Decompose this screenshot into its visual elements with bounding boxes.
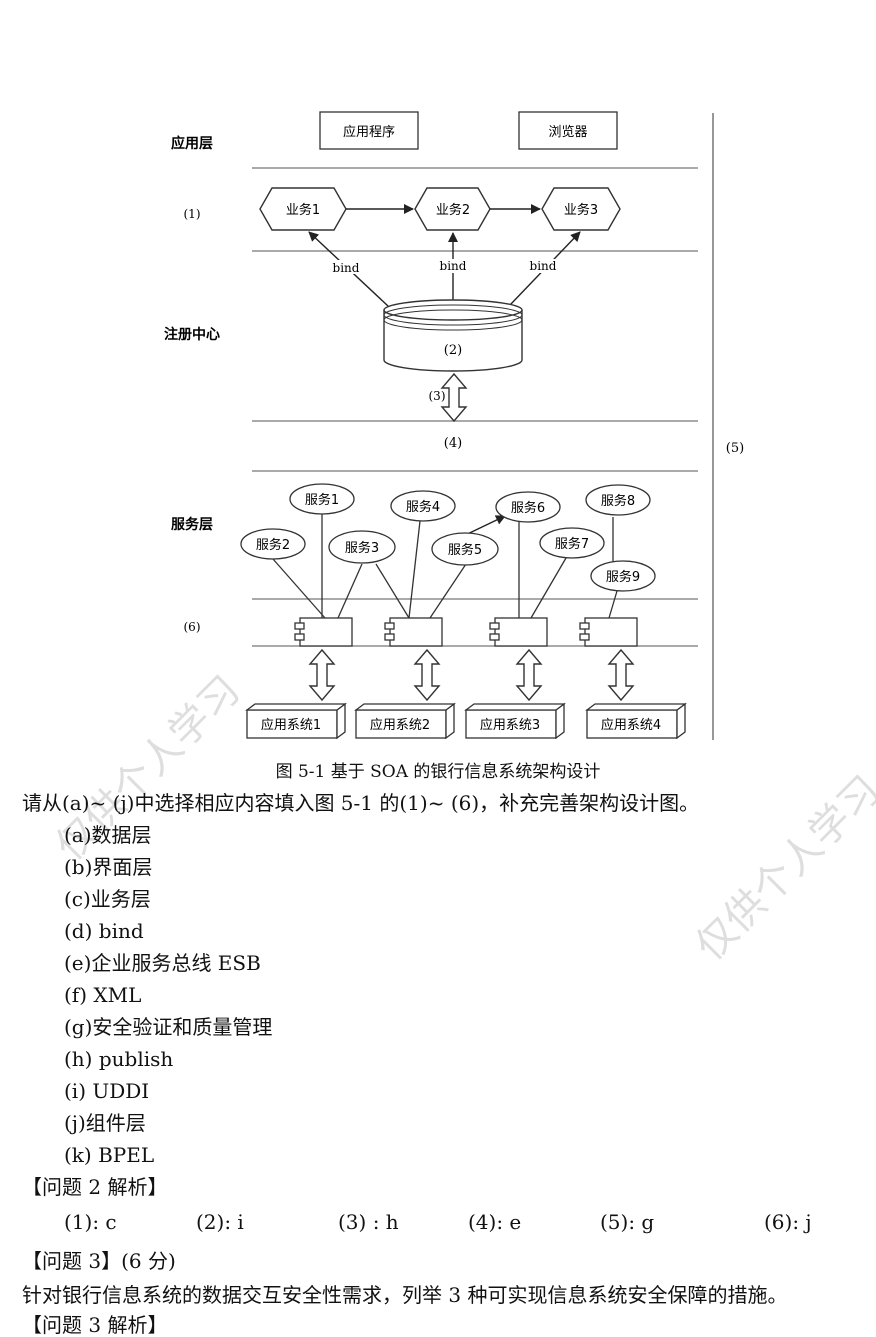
question-3-title: 【问题 3】(6 分) xyxy=(22,1249,176,1273)
business-node-3: 业务3 xyxy=(564,202,598,218)
component-icon-2 xyxy=(384,617,443,647)
layer-label-6: (6) xyxy=(184,620,201,634)
service-node-5: 服务5 xyxy=(448,542,482,558)
bind-label-3: bind xyxy=(530,259,557,273)
answer-2: (2): i xyxy=(196,1210,244,1234)
app-system-2: 应用系统2 xyxy=(370,717,430,733)
option-j: (j)组件层 xyxy=(64,1111,146,1135)
business-node-1: 业务1 xyxy=(286,202,320,218)
app-system-3: 应用系统3 xyxy=(480,717,540,733)
double-arrow-sys-3 xyxy=(515,648,543,702)
registry-db-label: (2) xyxy=(444,343,462,358)
question-text: 请从(a)~ (j)中选择相应内容填入图 5-1 的(1)~ (6)，补充完善架… xyxy=(22,791,700,815)
service-node-3: 服务3 xyxy=(345,540,379,556)
component-icon-3 xyxy=(489,617,548,647)
service-node-9: 服务9 xyxy=(606,569,640,585)
bind-label-1: bind xyxy=(333,261,360,275)
option-a: (a)数据层 xyxy=(64,823,152,847)
double-arrow-sys-2 xyxy=(413,648,441,702)
soa-architecture-diagram: 应用层 (1) 注册中心 服务层 (6) (5) 应用程序 浏览器 业务1 业务… xyxy=(164,111,744,740)
figure-caption: 图 5-1 基于 SOA 的银行信息系统架构设计 xyxy=(275,762,601,782)
layer-label-service: 服务层 xyxy=(171,516,213,533)
answer-6: (6): j xyxy=(764,1210,812,1234)
answer-4: (4): e xyxy=(468,1210,522,1234)
service-node-7: 服务7 xyxy=(555,536,589,552)
option-f: (f) XML xyxy=(64,983,142,1007)
answer-1: (1): c xyxy=(64,1210,117,1234)
service-node-2: 服务2 xyxy=(256,537,290,553)
app-box-browser: 浏览器 xyxy=(548,124,587,140)
double-arrow-sys-1 xyxy=(308,648,336,702)
answer-3: (3) : h xyxy=(338,1210,399,1234)
app-box-program: 应用程序 xyxy=(343,124,395,140)
app-system-1: 应用系统1 xyxy=(261,717,321,733)
option-k: (k) BPEL xyxy=(64,1143,155,1167)
service-node-8: 服务8 xyxy=(601,493,635,509)
option-d: (d) bind xyxy=(64,919,144,943)
business-node-2: 业务2 xyxy=(436,202,470,218)
layer-label-app: 应用层 xyxy=(171,135,213,152)
option-e: (e)企业服务总线 ESB xyxy=(64,951,261,975)
bus-label-4: (4) xyxy=(444,436,462,451)
layer-label-registry: 注册中心 xyxy=(164,326,220,343)
option-i: (i) UDDI xyxy=(64,1079,150,1103)
service-node-4: 服务4 xyxy=(406,499,440,515)
service-node-1: 服务1 xyxy=(305,492,339,508)
answer-5: (5): g xyxy=(600,1210,655,1234)
watermark-right: 仅供个人学习 xyxy=(687,767,876,970)
option-h: (h) publish xyxy=(64,1047,174,1071)
double-arrow-sys-4 xyxy=(607,648,635,702)
label-5: (5) xyxy=(726,441,744,456)
service-node-6: 服务6 xyxy=(511,500,545,516)
layer-label-1: (1) xyxy=(184,207,201,221)
question-3-text: 针对银行信息系统的数据交互安全性需求，列举 3 种可实现信息系统安全保障的措施。 xyxy=(22,1283,788,1307)
bind-label-2: bind xyxy=(440,259,467,273)
app-system-4: 应用系统4 xyxy=(601,717,661,733)
option-c: (c)业务层 xyxy=(64,887,151,911)
double-arrow-3 xyxy=(440,372,468,423)
label-3: (3) xyxy=(429,389,446,403)
analysis-2-title: 【问题 2 解析】 xyxy=(22,1175,168,1199)
question-3-analysis-title: 【问题 3 解析】 xyxy=(22,1313,168,1337)
option-b: (b)界面层 xyxy=(64,855,153,879)
registry-database xyxy=(383,299,523,372)
component-icon-1 xyxy=(294,617,353,647)
option-g: (g)安全验证和质量管理 xyxy=(64,1015,273,1039)
component-icon-4 xyxy=(579,617,638,647)
